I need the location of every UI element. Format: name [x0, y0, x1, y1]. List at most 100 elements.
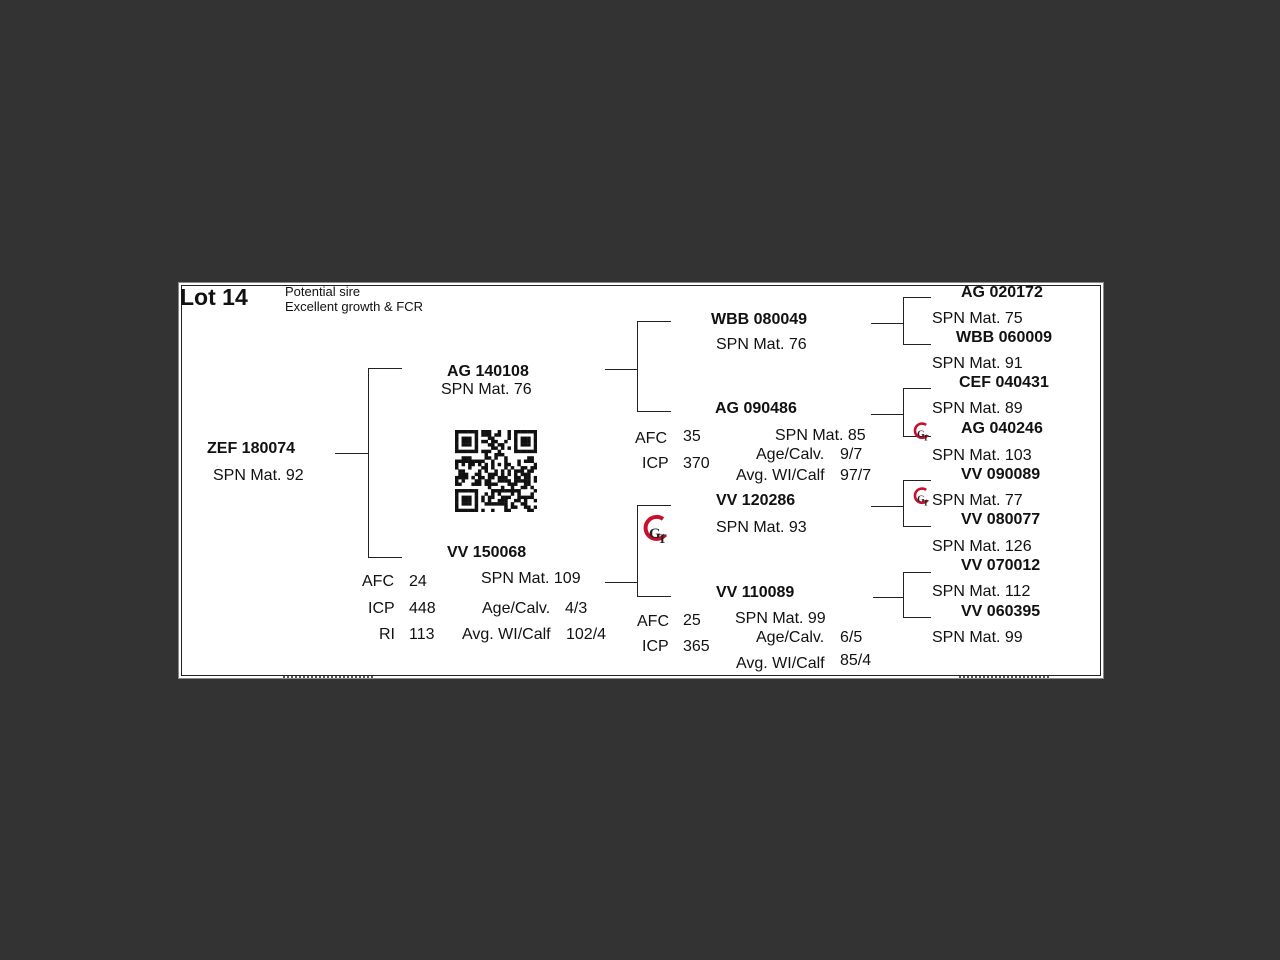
qr-module — [510, 489, 515, 493]
qr-module — [507, 436, 511, 441]
connector — [871, 506, 904, 507]
sire-id: AG 140108 — [447, 363, 529, 380]
qr-module — [514, 489, 518, 493]
dam-dam-icp-value: 365 — [683, 638, 710, 655]
qr-module — [520, 449, 525, 454]
connector — [903, 297, 931, 298]
connector — [637, 596, 671, 597]
sire-dam-icp-value: 370 — [683, 455, 710, 472]
qr-module — [474, 472, 479, 477]
qr-module — [458, 489, 462, 493]
dam-dam-age-calv-value: 6/5 — [840, 629, 863, 646]
qr-module — [468, 498, 472, 503]
qr-module — [477, 472, 482, 477]
connector — [335, 453, 369, 454]
qr-module — [504, 489, 508, 493]
qr-module — [455, 459, 459, 463]
qr-module — [461, 479, 466, 483]
qr-module — [504, 475, 508, 480]
ggp-3-spn: SPN Mat. 89 — [932, 400, 1023, 417]
qr-module — [517, 492, 521, 496]
qr-module — [458, 472, 462, 477]
qr-module — [468, 502, 472, 506]
qr-module — [527, 508, 531, 512]
subject-id: ZEF 180074 — [207, 440, 296, 457]
qr-module — [484, 449, 488, 454]
qr-module — [527, 472, 531, 477]
qr-module — [491, 443, 495, 447]
qr-module — [455, 430, 459, 434]
qr-module — [461, 459, 466, 463]
dam-dam-avg-wi-label: Avg. WI/Calf — [736, 655, 825, 672]
qr-module — [487, 456, 492, 460]
qr-module — [455, 433, 459, 437]
qr-module — [527, 430, 531, 434]
qr-module — [474, 430, 479, 434]
connector — [903, 617, 931, 618]
ggp-7-id: VV 070012 — [961, 557, 1041, 574]
qr-module — [507, 479, 511, 483]
dam-dam-afc-label: AFC — [637, 613, 669, 630]
qr-module — [510, 485, 515, 490]
qr-module — [468, 462, 472, 467]
qr-module — [484, 430, 488, 434]
qr-module — [520, 479, 525, 483]
qr-module — [533, 505, 537, 509]
qr-module — [507, 446, 511, 450]
qr-module — [458, 475, 462, 480]
qr-module — [523, 485, 528, 490]
qr-module — [507, 469, 511, 473]
sire-sire-id: WBB 080049 — [711, 311, 808, 328]
sire-dam-age-calv-label: Age/Calv. — [756, 446, 825, 463]
qr-module — [484, 456, 488, 460]
dam-avg-wi-value: 102/4 — [566, 626, 607, 643]
qr-module — [464, 439, 469, 444]
qr-module — [533, 449, 537, 454]
qr-module — [464, 472, 469, 477]
qr-module — [497, 492, 502, 496]
qr-module — [468, 508, 472, 512]
qr-module — [500, 489, 505, 493]
qr-module — [530, 466, 534, 470]
qr-module — [494, 469, 498, 473]
qr-module — [527, 459, 531, 463]
qr-module — [514, 482, 518, 486]
qr-module — [464, 495, 469, 500]
qr-module — [455, 479, 459, 483]
connector — [368, 368, 369, 558]
qr-module — [455, 466, 459, 470]
qr-module — [461, 436, 466, 441]
qr-module — [533, 443, 537, 447]
qr-module — [491, 502, 495, 506]
sire-dam-id: AG 090486 — [715, 400, 797, 417]
connector — [903, 480, 904, 527]
qr-module — [471, 489, 475, 493]
qr-module — [455, 462, 459, 467]
qr-module — [530, 459, 534, 463]
qr-module — [474, 505, 479, 509]
qr-module — [471, 508, 475, 512]
qr-module — [455, 439, 459, 444]
qr-module — [474, 508, 479, 512]
qr-module — [530, 485, 534, 490]
qr-module — [484, 439, 488, 444]
qr-module — [504, 462, 508, 467]
qr-module — [500, 443, 505, 447]
qr-module — [504, 508, 508, 512]
qr-module — [487, 479, 492, 483]
svg-text:G: G — [649, 526, 661, 542]
ggp-6-spn: SPN Mat. 126 — [932, 538, 1032, 555]
subject-spn: SPN Mat. 92 — [213, 467, 304, 484]
dam-dam-spn: SPN Mat. 99 — [735, 610, 826, 627]
qr-module — [523, 443, 528, 447]
qr-module — [464, 430, 469, 434]
qr-module — [461, 456, 466, 460]
qr-module — [530, 430, 534, 434]
qr-module — [514, 443, 518, 447]
dam-avg-wi-label: Avg. WI/Calf — [462, 626, 551, 643]
qr-module — [471, 462, 475, 467]
qr-module — [487, 436, 492, 441]
qr-module — [455, 502, 459, 506]
qr-module — [487, 430, 492, 434]
ggp-4-spn: SPN Mat. 103 — [932, 447, 1032, 464]
